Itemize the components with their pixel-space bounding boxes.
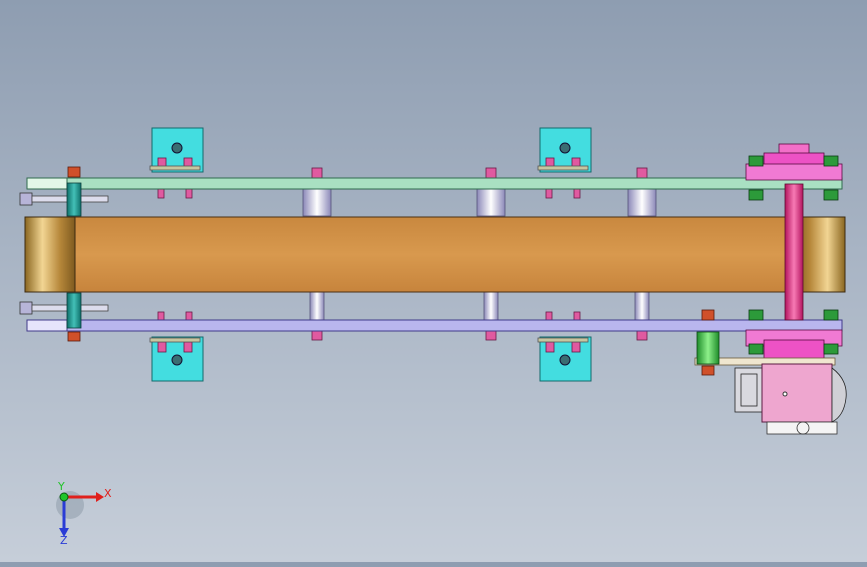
bottom-side-rail[interactable]	[26, 319, 843, 332]
drive-shaft[interactable]	[784, 183, 804, 321]
z-axis-label: Z	[60, 534, 68, 547]
tensioner-bolt-bottom[interactable]	[19, 292, 109, 342]
coordinate-triad: X Y Z	[56, 480, 112, 547]
conveyor-belt[interactable]	[74, 216, 796, 293]
bearing-housing-bottom[interactable]	[745, 309, 843, 361]
bracket-bolts-bottom	[149, 311, 589, 353]
y-axis-label: Y	[57, 480, 65, 493]
bearing-housing-top[interactable]	[745, 143, 843, 201]
y-axis-dot	[59, 492, 69, 502]
x-axis-label: X	[104, 487, 112, 500]
top-side-rail[interactable]	[26, 177, 843, 190]
gear-motor[interactable]	[734, 363, 847, 435]
idler-roller-left[interactable]	[24, 216, 76, 293]
motor-mount-arm[interactable]	[694, 309, 836, 376]
tensioner-bolt-top[interactable]	[19, 166, 109, 217]
mounting-bracket-bottom-right[interactable]	[539, 336, 592, 382]
mounting-bracket-top-right[interactable]	[539, 127, 592, 173]
